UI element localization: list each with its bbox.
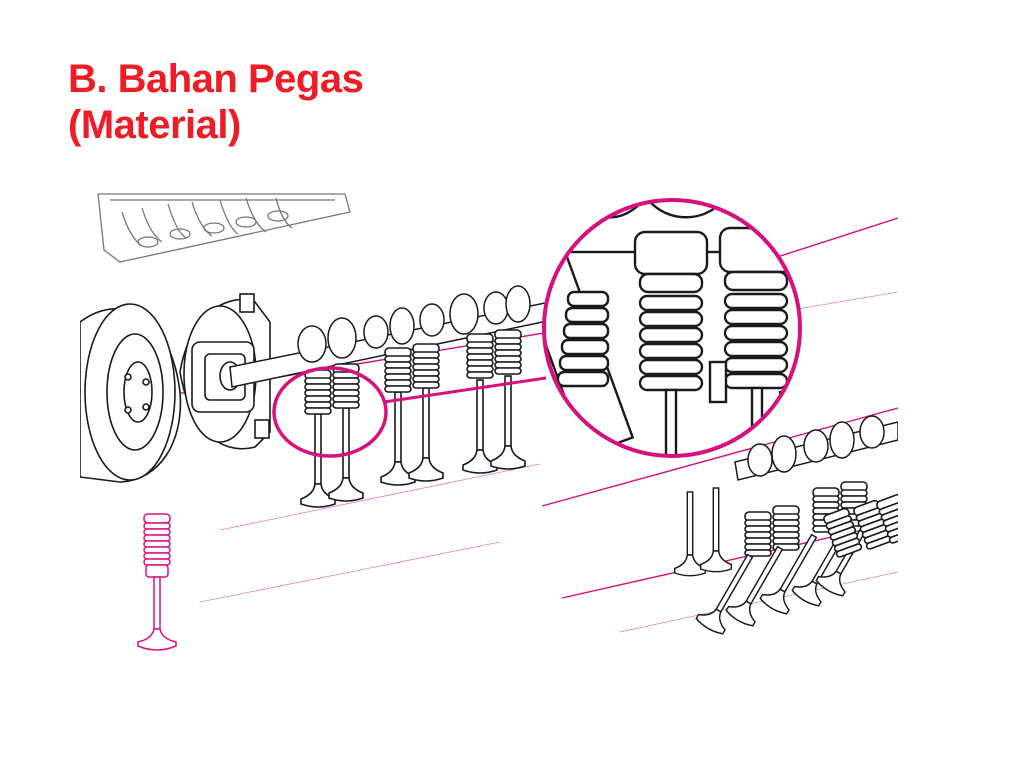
valvetrain-svg (80, 193, 898, 651)
slide-title: B. Bahan Pegas (Material) (68, 56, 364, 148)
camshaft (229, 285, 553, 388)
camshaft-secondary (734, 415, 898, 481)
magnified-spring-view (542, 198, 802, 458)
highlighted-valve (137, 513, 177, 651)
cam-sprocket (179, 293, 271, 450)
highlight-callout (272, 366, 547, 458)
valvetrain-illustration (80, 192, 898, 666)
cylinder-head-section (97, 193, 351, 263)
slide-title-line-2: (Material) (68, 103, 241, 147)
timing-pulley (80, 303, 182, 483)
slide-title-line-1: B. Bahan Pegas (68, 57, 364, 101)
